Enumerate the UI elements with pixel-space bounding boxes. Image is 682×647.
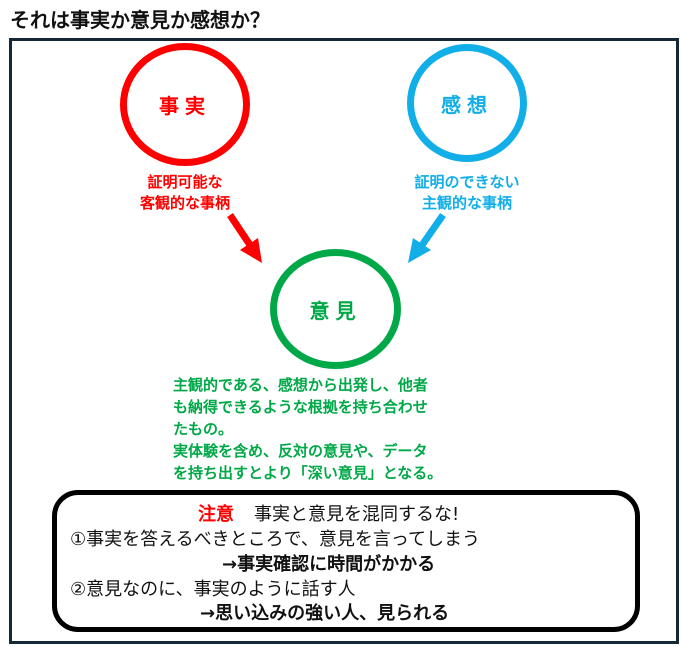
- impression-circle: 感想: [407, 44, 527, 162]
- caution-label: 注意: [198, 504, 234, 525]
- opinion-label: 意見: [309, 298, 362, 323]
- caution-item-1-result: →事実確認に時間がかかる: [222, 554, 436, 575]
- opinion-desc-line: 実体験を含め、反対の意見や、データ: [173, 442, 428, 460]
- fact-desc-line: 証明可能な: [147, 173, 223, 191]
- opinion-desc-line: 主観的である、感想から出発し、他者: [173, 376, 428, 394]
- opinion-desc-line: たもの。: [173, 420, 234, 438]
- diagram-frame: [9, 38, 679, 644]
- caution-item-2-result: →思い込みの強い人、見られる: [200, 603, 450, 624]
- caution-box: [52, 490, 640, 632]
- fact-label: 事実: [159, 94, 211, 118]
- caution-item-2: ②意見なのに、事実のように話す人: [70, 579, 356, 600]
- opinion-desc-line: を持ち出すとより「深い意見」となる。: [173, 464, 443, 482]
- blue-arrow-icon: [408, 212, 446, 263]
- opinion-description: 主観的である、感想から出発し、他者 も納得できるような根拠を持ち合わせ たもの。…: [173, 374, 442, 484]
- opinion-circle: 意見: [270, 249, 401, 369]
- fact-circle: 事実: [120, 43, 250, 166]
- fact-description: 証明可能な 客観的な事柄: [105, 172, 265, 214]
- opinion-desc-line: も納得できるような根拠を持ち合わせ: [173, 398, 428, 416]
- impression-desc-line: 証明のできない: [414, 173, 520, 191]
- impression-desc-line: 主観的な事柄: [421, 194, 512, 212]
- page-title: それは事実か意見か感想か？: [10, 8, 270, 32]
- caution-heading-text: 事実と意見を混同するな!: [254, 504, 460, 525]
- caution-heading: 注意事実と意見を混同するな!: [198, 503, 459, 527]
- impression-description: 証明のできない 主観的な事柄: [387, 172, 547, 214]
- caution-item-1: ①事実を答えるべきところで、意見を言ってしまう: [70, 529, 480, 550]
- impression-label: 感想: [441, 92, 493, 117]
- fact-desc-line: 客観的な事柄: [139, 194, 230, 212]
- red-arrow-icon: [227, 213, 262, 263]
